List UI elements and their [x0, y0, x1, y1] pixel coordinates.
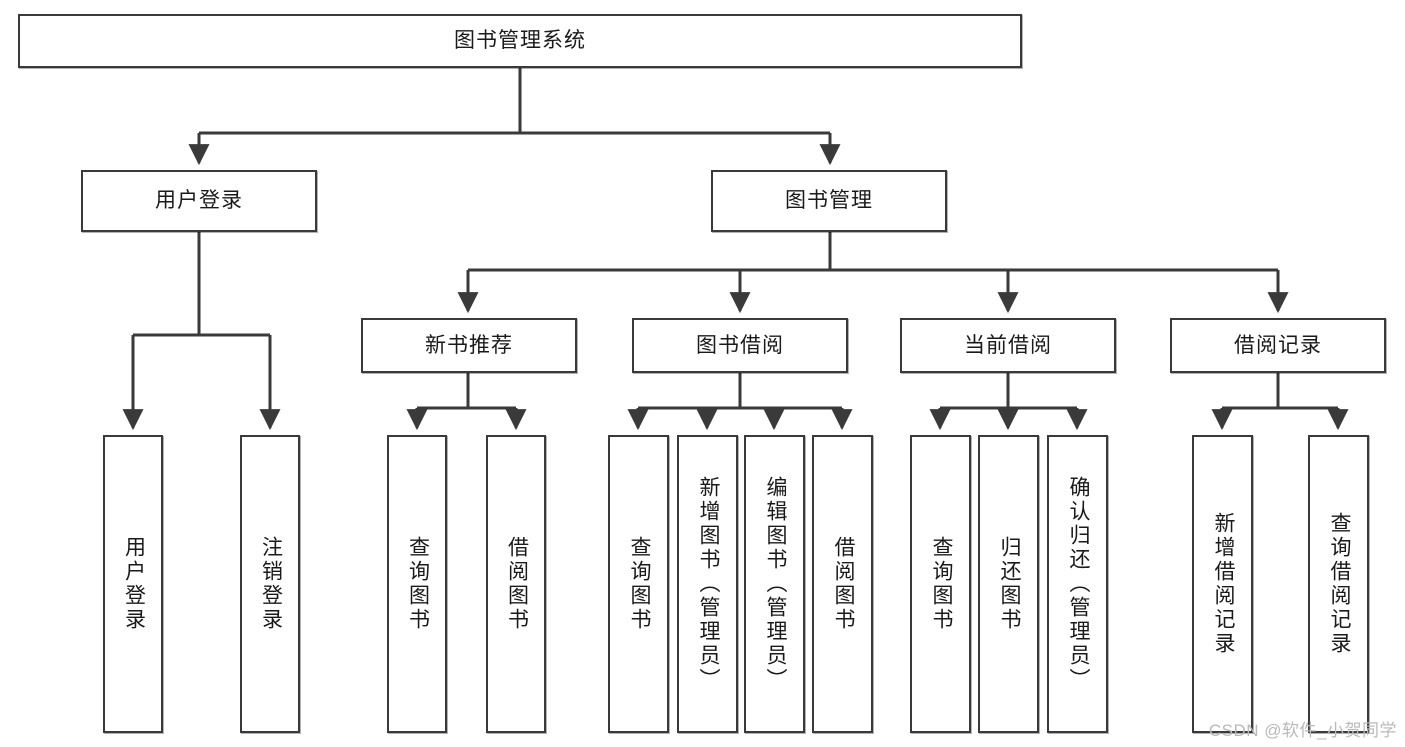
leaf-records-query[interactable]: 查询借阅记录: [1308, 435, 1369, 733]
leaf-current-return[interactable]: 归还图书: [978, 435, 1039, 733]
node-book-borrow-label: 图书借阅: [696, 333, 784, 357]
leaf-borrow-book-label: 借阅图书: [831, 536, 855, 632]
leaf-borrow-book[interactable]: 借阅图书: [812, 435, 873, 733]
node-borrow-records-label: 借阅记录: [1234, 333, 1322, 357]
leaf-records-add[interactable]: 新增借阅记录: [1192, 435, 1253, 733]
node-user-login-label: 用户登录: [155, 189, 243, 213]
leaf-current-query[interactable]: 查询图书: [910, 435, 971, 733]
node-root[interactable]: 图书管理系统: [18, 14, 1022, 68]
node-current-borrow-label: 当前借阅: [964, 333, 1052, 357]
leaf-borrow-query[interactable]: 查询图书: [608, 435, 669, 733]
leaf-records-query-label: 查询借阅记录: [1327, 512, 1351, 656]
leaf-new-book-borrow[interactable]: 借阅图书: [486, 435, 546, 733]
leaf-current-query-label: 查询图书: [929, 536, 953, 632]
leaf-borrow-edit-book-label: 编辑图书（管理员）: [763, 476, 787, 692]
leaf-borrow-add-book-label: 新增图书（管理员）: [696, 476, 720, 692]
leaf-borrow-query-label: 查询图书: [627, 536, 651, 632]
leaf-user-login-label: 用户登录: [122, 536, 146, 632]
node-current-borrow[interactable]: 当前借阅: [900, 318, 1116, 373]
node-user-login[interactable]: 用户登录: [81, 170, 317, 232]
node-new-book-recommend-label: 新书推荐: [425, 333, 513, 357]
node-book-management-label: 图书管理: [785, 189, 873, 213]
leaf-records-add-label: 新增借阅记录: [1211, 512, 1235, 656]
node-borrow-records[interactable]: 借阅记录: [1170, 318, 1386, 373]
leaf-current-return-label: 归还图书: [997, 536, 1021, 632]
node-book-borrow[interactable]: 图书借阅: [632, 318, 848, 373]
leaf-current-confirm-return[interactable]: 确认归还（管理员）: [1047, 435, 1108, 733]
leaf-user-login[interactable]: 用户登录: [103, 435, 163, 733]
leaf-new-book-borrow-label: 借阅图书: [505, 536, 529, 632]
leaf-logout-label: 注销登录: [259, 536, 283, 632]
node-new-book-recommend[interactable]: 新书推荐: [361, 318, 577, 373]
leaf-borrow-add-book[interactable]: 新增图书（管理员）: [677, 435, 738, 733]
leaf-new-book-query[interactable]: 查询图书: [387, 435, 447, 733]
node-root-label: 图书管理系统: [454, 29, 586, 53]
leaf-new-book-query-label: 查询图书: [406, 536, 430, 632]
leaf-logout[interactable]: 注销登录: [240, 435, 300, 733]
leaf-borrow-edit-book[interactable]: 编辑图书（管理员）: [744, 435, 805, 733]
leaf-current-confirm-return-label: 确认归还（管理员）: [1066, 476, 1090, 692]
node-book-management[interactable]: 图书管理: [711, 170, 947, 232]
